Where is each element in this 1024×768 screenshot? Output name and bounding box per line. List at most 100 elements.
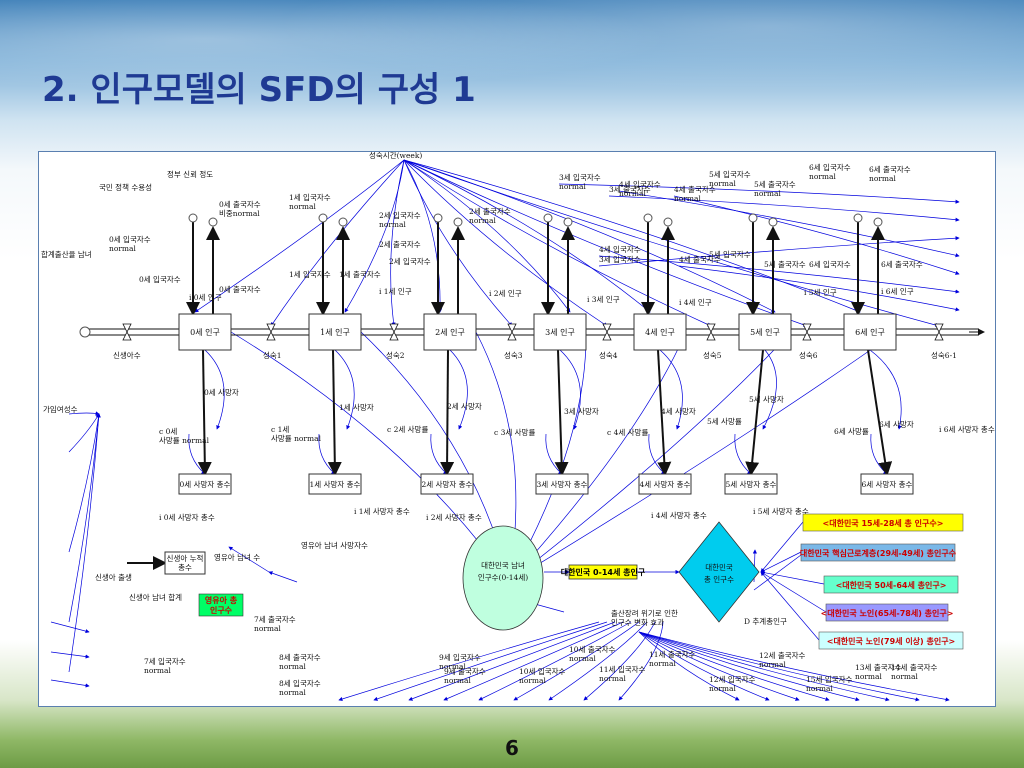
flow-valve-icon xyxy=(122,331,132,341)
flow-label-growth: 성숙1 xyxy=(263,351,282,360)
death-pipe xyxy=(440,349,455,476)
causal-arrow xyxy=(449,349,468,430)
newborn-stock-label: 총수 xyxy=(178,563,192,572)
causal-arrow xyxy=(678,265,960,312)
flow-valve-icon xyxy=(602,323,612,333)
aux-label: 국민 정책 수용성 xyxy=(99,182,152,192)
aux-label: 1세 출국자수 xyxy=(339,269,381,279)
death-pipe xyxy=(197,349,212,476)
group-total-box xyxy=(802,513,964,532)
aux-label: 0세 사망자 xyxy=(204,387,239,397)
aux-label: 2세 입국자수 xyxy=(379,211,421,220)
infant-total-box xyxy=(198,593,244,617)
aux-label: 영유아 남녀 사망자수 xyxy=(301,540,368,550)
flow-label-growth: 성숙4 xyxy=(599,351,618,360)
causal-arrow xyxy=(598,255,960,294)
aux-label: normal xyxy=(855,672,883,681)
aux-label: 1세 입국자수 xyxy=(289,193,331,202)
flow-label-newborn: 신생아 출생 xyxy=(95,572,132,582)
stock-label: 0세 인구 xyxy=(190,327,220,337)
causal-arrow xyxy=(638,631,770,701)
aux-label: 2세 사망자 xyxy=(447,401,482,411)
stock-box xyxy=(633,313,687,351)
aux-label: 7세 출국자수 xyxy=(254,614,296,624)
causal-arrow xyxy=(478,621,632,701)
group-total-box xyxy=(818,631,964,650)
aux-label: 14세 출국자수 xyxy=(891,662,938,672)
aux-label: 6세 사망자 xyxy=(879,419,914,429)
causal-arrow xyxy=(618,621,664,701)
aux-label: 2세 출국자수 xyxy=(379,239,421,249)
flow-valve-icon xyxy=(266,323,276,333)
causal-arrow xyxy=(403,159,608,327)
aux-label: 13세 출국자수 xyxy=(855,662,902,672)
flow-label-birth: 신생아수 xyxy=(113,350,141,360)
aux-label: 11세 입국자수 xyxy=(599,665,646,674)
aux-label: 4세 사망자 xyxy=(661,406,696,416)
aux-label: 4세 출국자수 xyxy=(679,254,721,264)
aux-label: normal xyxy=(599,674,627,683)
aux-label: 신생아 남녀 합계 xyxy=(129,592,182,602)
causal-arrow xyxy=(762,349,777,430)
aux-label: 6세 입국자수 xyxy=(809,163,851,172)
aux-label: 0세 출국자수 xyxy=(219,199,261,209)
aux-label: 0세 출국자수 xyxy=(219,284,261,294)
cloud-icon xyxy=(768,217,778,227)
flow-valve-icon xyxy=(389,323,399,333)
flow-valve-icon xyxy=(802,323,812,333)
death-stock-box xyxy=(535,473,589,495)
aux-label: 3세 입국자수 xyxy=(559,173,601,182)
aux-label: 3세 입국자수 xyxy=(599,255,641,264)
group-total-box xyxy=(825,603,949,622)
aux-label: 3세 출국자수 xyxy=(609,184,651,194)
aux-label: 출산장려 위기로 인한 xyxy=(611,608,678,618)
aux-label: 정부 신뢰 정도 xyxy=(167,169,213,179)
death-stock-label: 2세 사망자 총수 xyxy=(422,479,473,489)
causal-arrow xyxy=(204,349,225,430)
newborn-stock-box xyxy=(164,551,206,575)
stock-label: 6세 인구 xyxy=(855,327,885,337)
causal-arrow xyxy=(50,679,90,688)
death-pipe xyxy=(657,349,672,476)
causal-arrow xyxy=(430,433,448,475)
aux-label: normal xyxy=(891,672,919,681)
aux-label: 10세 출국자수 xyxy=(569,644,616,654)
aux-label: 사망률 normal xyxy=(159,435,210,445)
population-circle-node xyxy=(462,525,544,631)
newborn-stock-label: 신생아 누적 xyxy=(167,553,204,563)
causal-arrow xyxy=(760,521,804,573)
aux-label: 5세 사망률 xyxy=(707,416,742,426)
death-stock-label: 1세 사망자 총수 xyxy=(310,479,361,489)
aux-label: 5세 사망자 xyxy=(749,394,784,404)
flow-valve-icon xyxy=(389,331,399,341)
aux-label: 12세 입국자수 xyxy=(709,675,756,684)
aux-label: 영유아 남녀 수 xyxy=(214,552,260,562)
aux-label: i 2세 사망자 총수 xyxy=(426,512,482,522)
aux-label: 4세 입국자수 xyxy=(599,245,641,254)
aux-label: 12세 출국자수 xyxy=(759,650,806,660)
aux-label: 성숙시간(week) xyxy=(369,152,422,160)
aux-label: 8세 출국자수 xyxy=(279,652,321,662)
causal-arrow xyxy=(443,621,624,701)
cloud-icon xyxy=(543,213,553,223)
flow-valve-icon xyxy=(934,323,944,333)
aux-label: normal xyxy=(759,660,787,669)
aux-label: 0세 입국자수 xyxy=(109,235,151,244)
causal-arrow xyxy=(513,621,640,701)
causal-arrow xyxy=(760,571,820,641)
aux-label: i 0세 인구 xyxy=(189,292,222,302)
causal-arrow xyxy=(508,331,687,583)
flow-label-growth: 성숙5 xyxy=(703,351,722,360)
causal-arrow xyxy=(68,413,100,453)
death-stock-label: 5세 사망자 총수 xyxy=(726,479,777,489)
causal-arrow xyxy=(268,571,298,583)
causal-arrow xyxy=(68,413,101,553)
group-total-label: <대한민국 노인(65세-78세) 총인구> xyxy=(821,608,954,618)
causal-arrow xyxy=(760,551,802,573)
aux-label: 5세 출국자수 xyxy=(764,259,806,269)
death-stock-box xyxy=(638,473,692,495)
aux-label: 2세 입국자수 xyxy=(389,257,431,266)
aux-label: 4세 입국자수 xyxy=(619,180,661,189)
stock-label: 1세 인구 xyxy=(320,327,350,337)
